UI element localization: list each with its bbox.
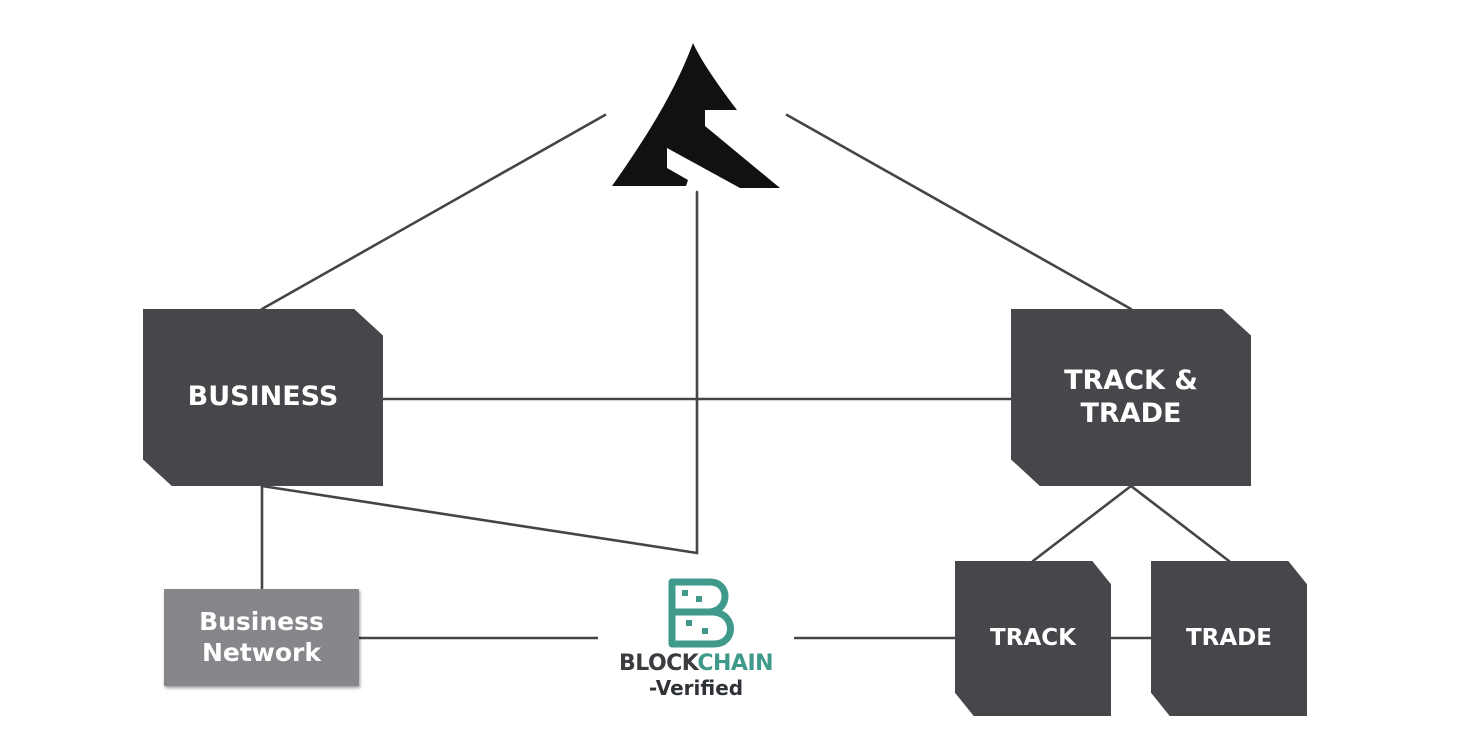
verified-subtitle: -Verified — [648, 676, 744, 700]
track-node[interactable]: TRACK — [955, 561, 1111, 716]
blockchain-verified-badge: BLOCKCHAIN -Verified — [598, 578, 794, 702]
line-business-diagonal — [260, 484, 699, 555]
track-and-trade-node[interactable]: TRACK & TRADE — [1011, 309, 1251, 486]
business-node[interactable]: BUSINESS — [143, 309, 383, 486]
track-and-trade-label: TRACK & TRADE — [1064, 364, 1198, 429]
business-network-label: Business Network — [199, 607, 324, 667]
line-logo-business — [260, 113, 607, 311]
blockchain-word-block: BLOCK — [618, 651, 698, 676]
track-label: TRACK — [990, 625, 1076, 652]
line-tt-track — [1031, 484, 1133, 563]
business-label: BUSINESS — [187, 381, 339, 413]
trade-node[interactable]: TRADE — [1151, 561, 1307, 716]
blockchain-word-chain: CHAIN — [697, 651, 774, 676]
stylized-a-logo-icon — [612, 43, 780, 188]
line-tt-trade — [1129, 484, 1231, 563]
blockchain-wordmark: BLOCKCHAIN — [598, 651, 794, 676]
line-logo-track-trade — [785, 113, 1133, 311]
blockchain-b-icon — [668, 578, 734, 648]
business-network-node[interactable]: Business Network — [164, 589, 359, 686]
trade-label: TRADE — [1185, 625, 1272, 652]
